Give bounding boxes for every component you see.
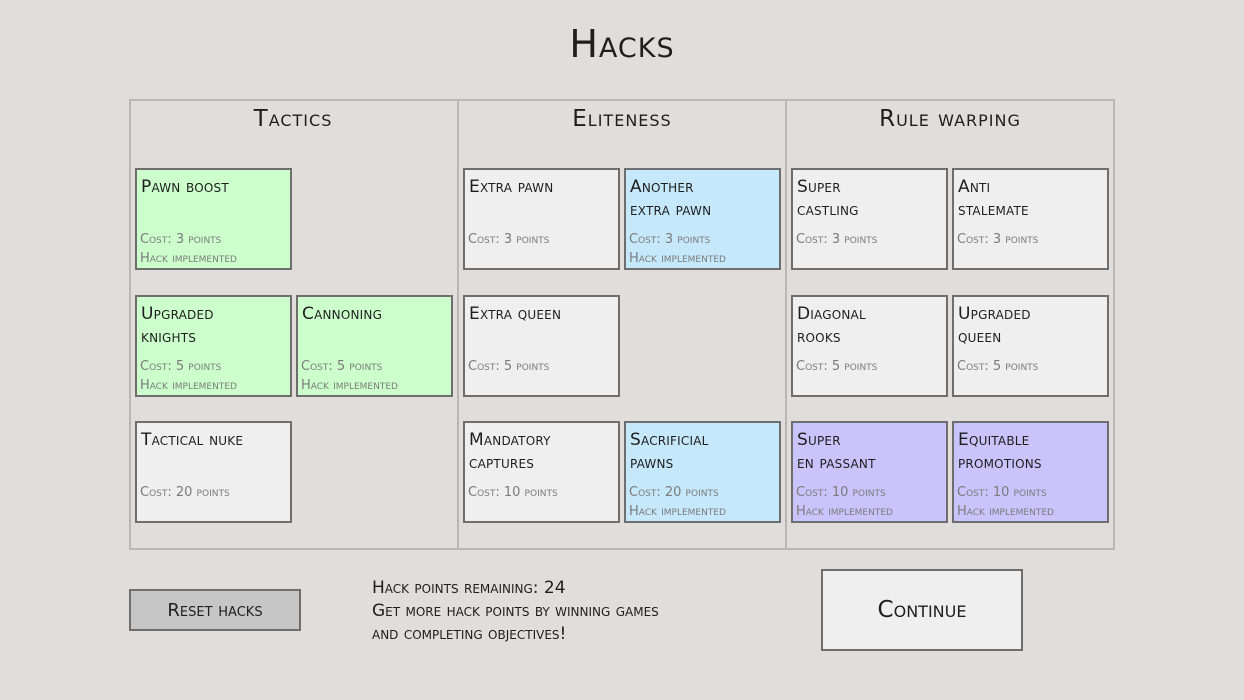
hack-name: Sacrificial pawns <box>630 430 709 473</box>
page-title: Hacks <box>569 22 675 66</box>
continue-button[interactable]: Continue <box>821 569 1023 651</box>
hack-card-super-castling[interactable]: Super castling Cost: 3 points <box>791 168 948 270</box>
hack-status: Hack implemented <box>140 378 237 393</box>
hack-card-another-extra-pawn[interactable]: Another extra pawn Cost: 3 points Hack i… <box>624 168 781 270</box>
hack-cost: Cost: 20 points <box>140 485 230 500</box>
column-heading-rule-warping: Rule warping <box>879 106 1021 132</box>
hack-status: Hack implemented <box>629 504 726 519</box>
hack-card-tactical-nuke[interactable]: Tactical nuke Cost: 20 points <box>135 421 292 523</box>
hacks-board <box>129 99 1115 550</box>
hack-status: Hack implemented <box>796 504 893 519</box>
hack-status: Hack implemented <box>301 378 398 393</box>
hack-name: Another extra pawn <box>630 177 712 220</box>
column-heading-eliteness: Eliteness <box>572 106 672 132</box>
hack-name: Extra pawn <box>469 177 554 197</box>
hack-status: Hack implemented <box>629 251 726 266</box>
hack-card-mandatory-captures[interactable]: Mandatory captures Cost: 10 points <box>463 421 620 523</box>
hack-cost: Cost: 5 points <box>957 359 1039 374</box>
column-heading-tactics: Tactics <box>253 106 333 132</box>
hack-points-info: Hack points remaining: 24 Get more hack … <box>372 577 659 646</box>
hack-card-pawn-boost[interactable]: Pawn boost Cost: 3 points Hack implement… <box>135 168 292 270</box>
hack-name: Extra queen <box>469 304 562 324</box>
hack-name: Mandatory captures <box>469 430 551 473</box>
column-divider <box>785 99 787 550</box>
hack-card-upgraded-knights[interactable]: Upgraded knights Cost: 5 points Hack imp… <box>135 295 292 397</box>
hack-points-remaining: Hack points remaining: 24 <box>372 578 566 598</box>
hack-name: Super castling <box>797 177 859 220</box>
hack-name: Super en passant <box>797 430 876 473</box>
hack-name: Diagonal rooks <box>797 304 866 347</box>
hack-cost: Cost: 3 points <box>957 232 1039 247</box>
hack-cost: Cost: 3 points <box>796 232 878 247</box>
column-divider <box>457 99 459 550</box>
hack-name: Cannoning <box>302 304 383 324</box>
hack-name: Anti stalemate <box>958 177 1029 220</box>
hack-card-anti-stalemate[interactable]: Anti stalemate Cost: 3 points <box>952 168 1109 270</box>
hack-card-extra-pawn[interactable]: Extra pawn Cost: 3 points <box>463 168 620 270</box>
hack-card-extra-queen[interactable]: Extra queen Cost: 5 points <box>463 295 620 397</box>
hack-card-diagonal-rooks[interactable]: Diagonal rooks Cost: 5 points <box>791 295 948 397</box>
hack-cost: Cost: 5 points <box>301 359 383 374</box>
reset-hacks-button[interactable]: Reset hacks <box>129 589 301 631</box>
hack-card-super-en-passant[interactable]: Super en passant Cost: 10 points Hack im… <box>791 421 948 523</box>
hack-card-upgraded-queen[interactable]: Upgraded queen Cost: 5 points <box>952 295 1109 397</box>
hack-name: Upgraded queen <box>958 304 1031 347</box>
hack-card-cannoning[interactable]: Cannoning Cost: 5 points Hack implemente… <box>296 295 453 397</box>
hack-cost: Cost: 10 points <box>957 485 1047 500</box>
hack-cost: Cost: 5 points <box>140 359 222 374</box>
hack-cost: Cost: 3 points <box>629 232 711 247</box>
hack-cost: Cost: 10 points <box>796 485 886 500</box>
hack-name: Pawn boost <box>141 177 229 197</box>
hack-name: Upgraded knights <box>141 304 214 347</box>
hack-cost: Cost: 5 points <box>468 359 550 374</box>
hack-card-equitable-promotions[interactable]: Equitable promotions Cost: 10 points Hac… <box>952 421 1109 523</box>
hack-cost: Cost: 5 points <box>796 359 878 374</box>
hack-status: Hack implemented <box>140 251 237 266</box>
hack-card-sacrificial-pawns[interactable]: Sacrificial pawns Cost: 20 points Hack i… <box>624 421 781 523</box>
hack-points-hint: Get more hack points by winning games <box>372 601 659 621</box>
hack-cost: Cost: 10 points <box>468 485 558 500</box>
hack-name: Tactical nuke <box>141 430 244 450</box>
hack-name: Equitable promotions <box>958 430 1042 473</box>
hack-cost: Cost: 3 points <box>140 232 222 247</box>
hack-points-hint: and completing objectives! <box>372 624 567 644</box>
hack-cost: Cost: 3 points <box>468 232 550 247</box>
hack-status: Hack implemented <box>957 504 1054 519</box>
hack-cost: Cost: 20 points <box>629 485 719 500</box>
